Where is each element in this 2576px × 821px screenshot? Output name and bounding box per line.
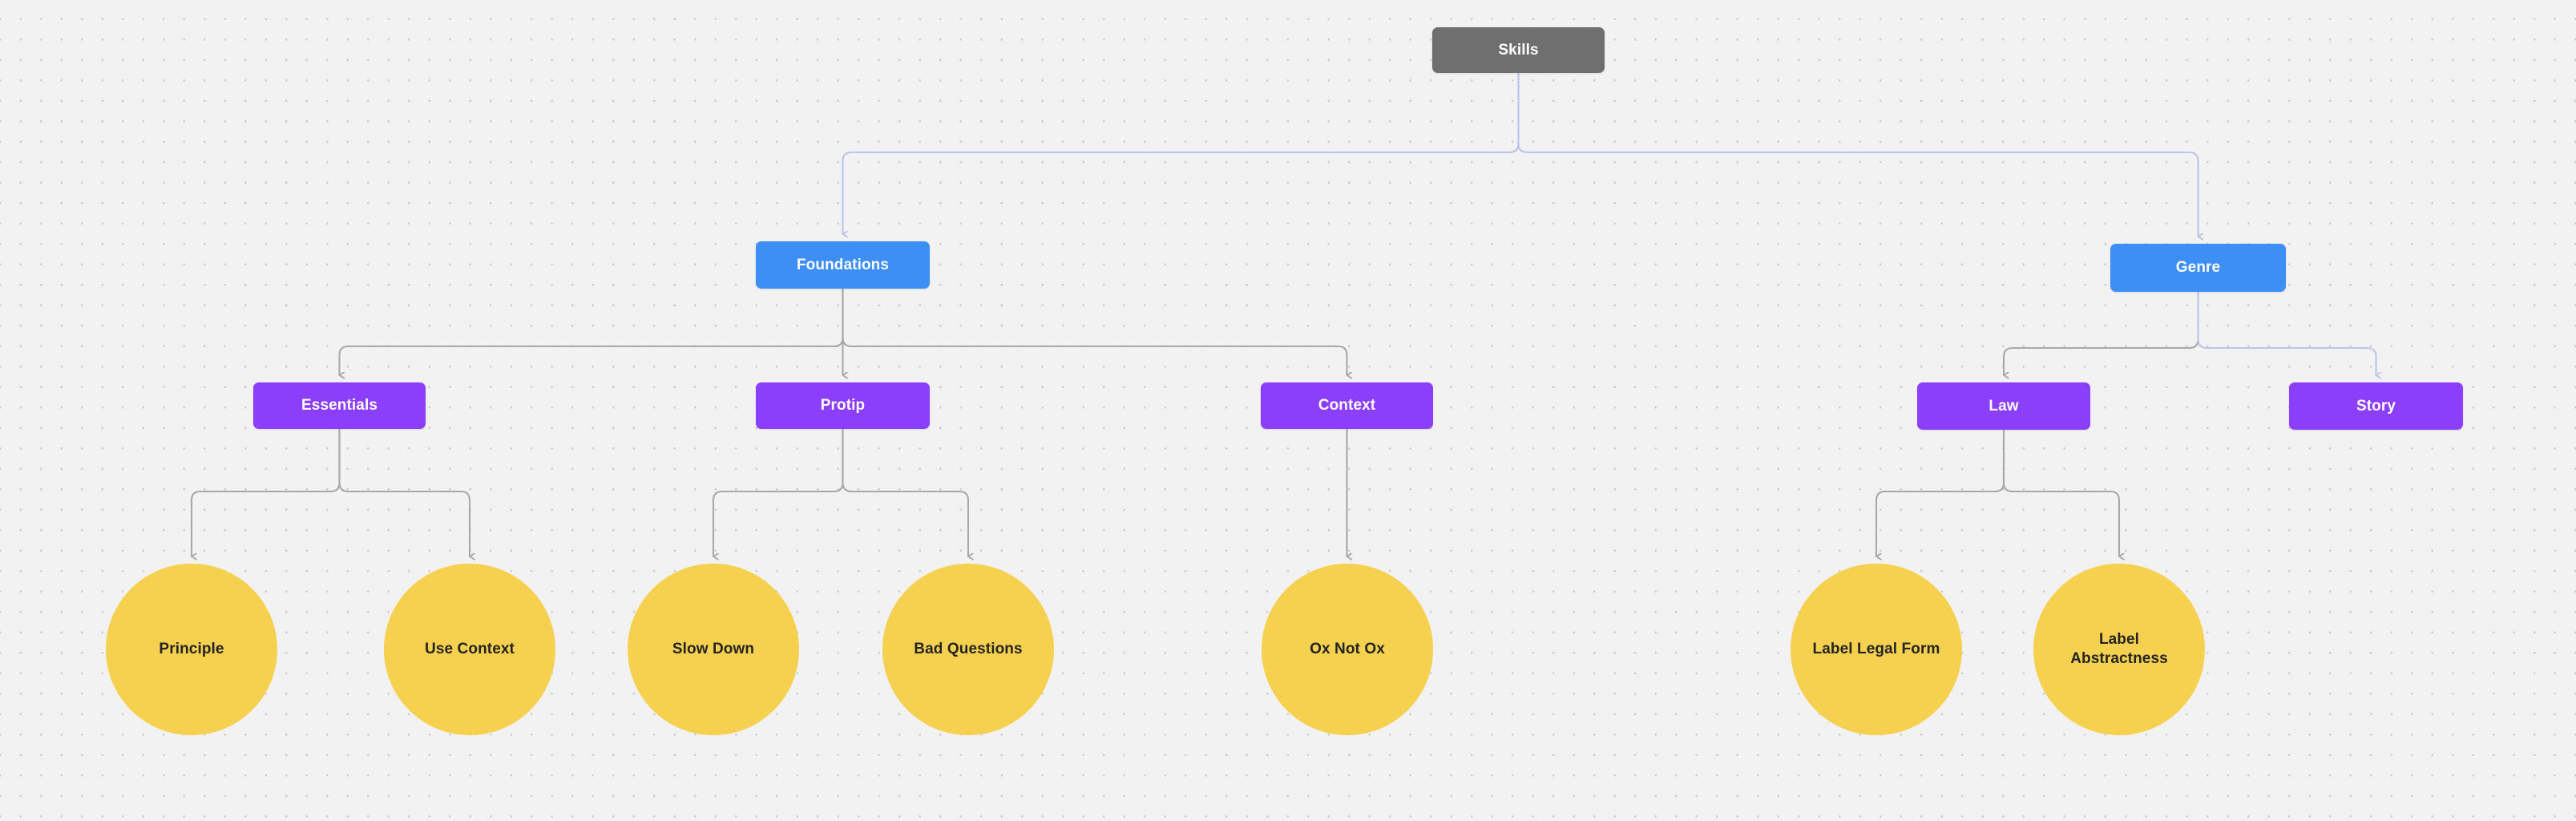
node-bad-questions[interactable]: Bad Questions: [882, 564, 1054, 735]
node-label-legal-form[interactable]: Label Legal Form: [1791, 564, 1962, 735]
node-label: Law: [1989, 397, 2019, 415]
edge-genre-law: [2002, 290, 2199, 375]
edge-law-label-legal-form: [1875, 428, 2005, 556]
node-law[interactable]: Law: [1917, 382, 2090, 430]
node-label: Label Abstractness: [2070, 631, 2168, 667]
node-label-abstractness[interactable]: Label Abstractness: [2033, 564, 2205, 735]
node-slow-down[interactable]: Slow Down: [628, 564, 799, 735]
edge-foundations-context: [842, 287, 1347, 375]
node-label: Story: [2356, 397, 2396, 415]
edge-genre-story: [2197, 290, 2376, 375]
edge-essentials-use-context: [338, 427, 470, 556]
node-use-context[interactable]: Use Context: [384, 564, 555, 735]
node-label: Foundations: [796, 256, 890, 273]
node-ox-not-ox[interactable]: Ox Not Ox: [1262, 564, 1433, 735]
edge-protip-slow-down: [712, 427, 844, 556]
edge-protip-bad-questions: [842, 427, 969, 556]
node-label: Skills: [1498, 41, 1539, 59]
node-label: Genre: [2175, 259, 2221, 277]
node-label: Slow Down: [672, 641, 755, 658]
node-label: Ox Not Ox: [1310, 641, 1385, 658]
edge-root-genre: [1517, 71, 2198, 237]
edge-law-label-abstractness: [2002, 428, 2119, 556]
node-story[interactable]: Story: [2289, 382, 2463, 430]
node-label: Use Context: [425, 641, 515, 658]
node-label: Essentials: [301, 397, 378, 415]
node-essentials[interactable]: Essentials: [253, 382, 426, 429]
node-label: Principle: [159, 641, 224, 658]
node-root[interactable]: Skills: [1432, 27, 1605, 73]
node-label: Label Legal Form: [1812, 641, 1940, 658]
node-label: Protip: [820, 397, 866, 415]
node-label: Context: [1318, 397, 1376, 415]
node-context[interactable]: Context: [1261, 382, 1433, 429]
edge-foundations-essentials: [338, 287, 844, 375]
node-label: Bad Questions: [914, 641, 1023, 658]
node-principle[interactable]: Principle: [106, 564, 277, 735]
node-genre[interactable]: Genre: [2110, 244, 2286, 292]
node-protip[interactable]: Protip: [756, 382, 930, 429]
edge-root-foundations: [842, 71, 1520, 234]
node-foundations[interactable]: Foundations: [756, 241, 930, 289]
edge-essentials-principle: [190, 427, 341, 556]
